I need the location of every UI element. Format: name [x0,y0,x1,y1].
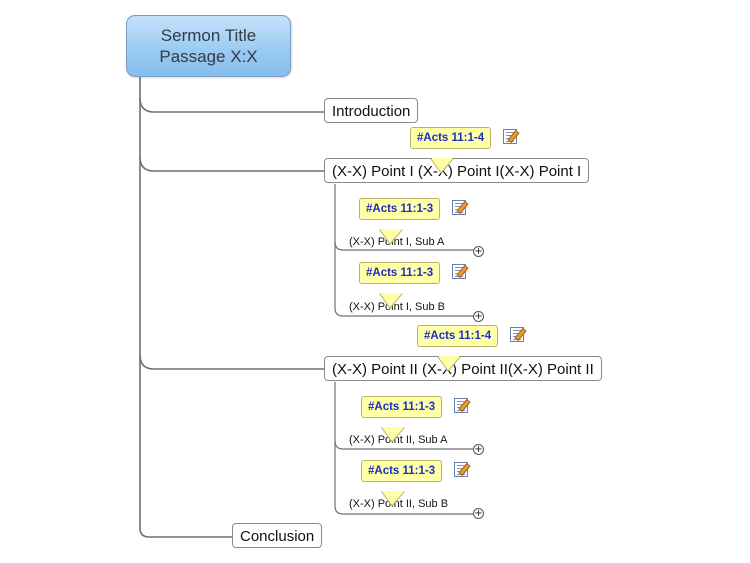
connector-p1-sub-b [334,184,476,317]
connector-p2-sub-a [334,440,476,450]
note-icon[interactable] [454,398,468,413]
connector-conclusion [139,76,232,538]
connector-point-1 [139,156,324,172]
central-topic-passage: Passage X:X [159,47,258,66]
callout-p1-sub-a[interactable]: #Acts 11:1-3 [359,198,441,245]
expand-button-p2-sub-a[interactable]: + [473,444,484,455]
central-topic[interactable]: Sermon Title Passage X:X [126,15,291,77]
callout-p2-sub-a[interactable]: #Acts 11:1-3 [361,396,443,443]
note-icon[interactable] [452,264,466,279]
callout-p2-sub-a-text: #Acts 11:1-3 [368,401,436,413]
callout-point-2[interactable]: #Acts 11:1-4 [417,325,499,372]
callout-point-1-text: #Acts 11:1-4 [417,132,485,144]
topic-point-1[interactable]: (X-X) Point I (X-X) Point I(X-X) Point I [324,158,590,183]
connector-p1-sub-a [334,241,476,251]
expand-button-p1-sub-b[interactable]: + [473,311,484,322]
note-icon[interactable] [452,200,466,215]
subtopic-point-1-sub-b[interactable]: (X-X) Point I, Sub B [349,301,445,313]
callout-p1-sub-b-text: #Acts 11:1-3 [366,267,434,279]
connector-introduction [139,97,324,113]
central-topic-title: Sermon Title [160,26,257,45]
expand-button-p2-sub-b[interactable]: + [473,508,484,519]
callout-p1-sub-b[interactable]: #Acts 11:1-3 [359,262,441,309]
callout-point-2-text: #Acts 11:1-4 [424,330,492,342]
connector-point-2 [139,354,324,370]
subtopic-point-1-sub-a[interactable]: (X-X) Point I, Sub A [349,236,445,248]
callout-p2-sub-b[interactable]: #Acts 11:1-3 [361,460,443,507]
callout-p1-sub-a-text: #Acts 11:1-3 [366,203,434,215]
note-icon[interactable] [454,462,468,477]
expand-button-p1-sub-a[interactable]: + [473,246,484,257]
note-icon[interactable] [503,129,517,144]
topic-introduction[interactable]: Introduction [324,98,419,123]
callout-point-1[interactable]: #Acts 11:1-4 [410,127,492,174]
connector-p2-sub-b [334,382,476,515]
note-icon[interactable] [510,327,524,342]
topic-conclusion[interactable]: Conclusion [232,523,323,548]
callout-p2-sub-b-text: #Acts 11:1-3 [368,465,436,477]
subtopic-point-2-sub-b[interactable]: (X-X) Point II, Sub B [349,498,449,510]
topic-point-2[interactable]: (X-X) Point II (X-X) Point II(X-X) Point… [324,356,602,381]
subtopic-point-2-sub-a[interactable]: (X-X) Point II, Sub A [349,434,448,446]
